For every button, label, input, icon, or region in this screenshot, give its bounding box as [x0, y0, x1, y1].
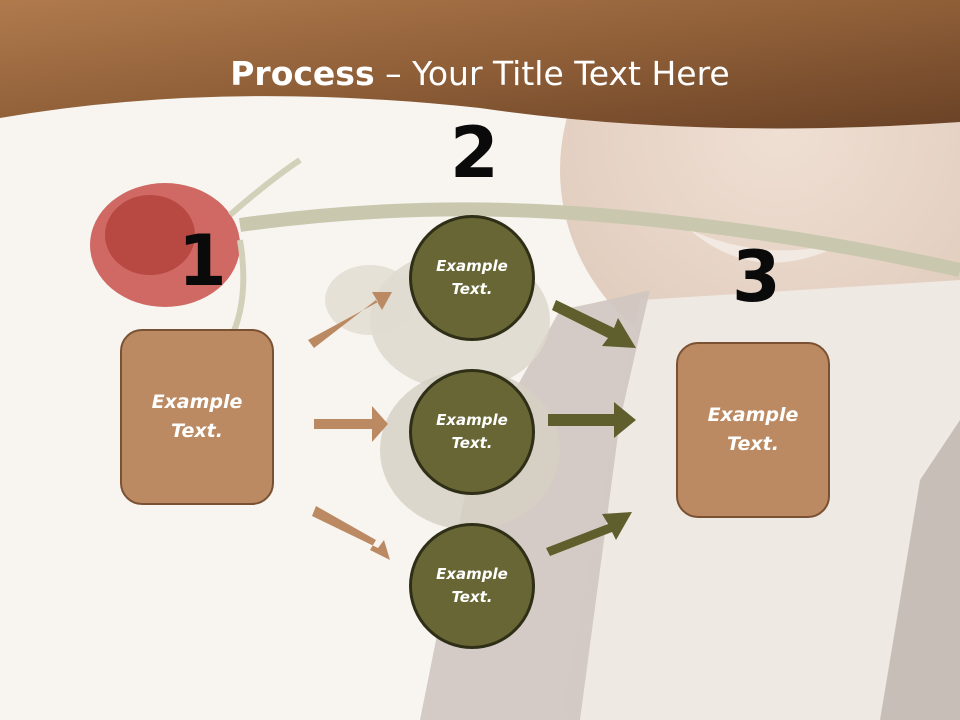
- step-circle-top-label: Example Text.: [436, 257, 508, 298]
- arrow-up-right-right: [546, 512, 632, 556]
- arrow-right-left: [314, 406, 388, 442]
- step-circle-middle-label: Example Text.: [436, 411, 508, 452]
- step-number-1: 1: [178, 220, 227, 302]
- step-box-3: Example Text.: [676, 342, 830, 518]
- arrow-right-right: [548, 402, 636, 438]
- step-circle-bottom-label: Example Text.: [436, 565, 508, 606]
- title-rest: Your Title Text Here: [412, 54, 730, 93]
- step-number-3: 3: [732, 236, 781, 318]
- arrow-down-right-left: [312, 506, 390, 560]
- step-box-1: Example Text.: [120, 329, 274, 505]
- step-box-3-label: Example Text.: [707, 404, 799, 455]
- title-separator: –: [385, 54, 402, 93]
- title-bold: Process: [230, 54, 375, 93]
- arrow-down-right-right: [552, 300, 636, 348]
- slide-title: Process – Your Title Text Here: [0, 52, 960, 96]
- arrow-up-right-left: [308, 292, 392, 348]
- step-box-1-label: Example Text.: [151, 391, 243, 442]
- step-circle-top: Example Text.: [409, 215, 535, 341]
- step-circle-bottom: Example Text.: [409, 523, 535, 649]
- step-number-2: 2: [450, 112, 499, 194]
- step-circle-middle: Example Text.: [409, 369, 535, 495]
